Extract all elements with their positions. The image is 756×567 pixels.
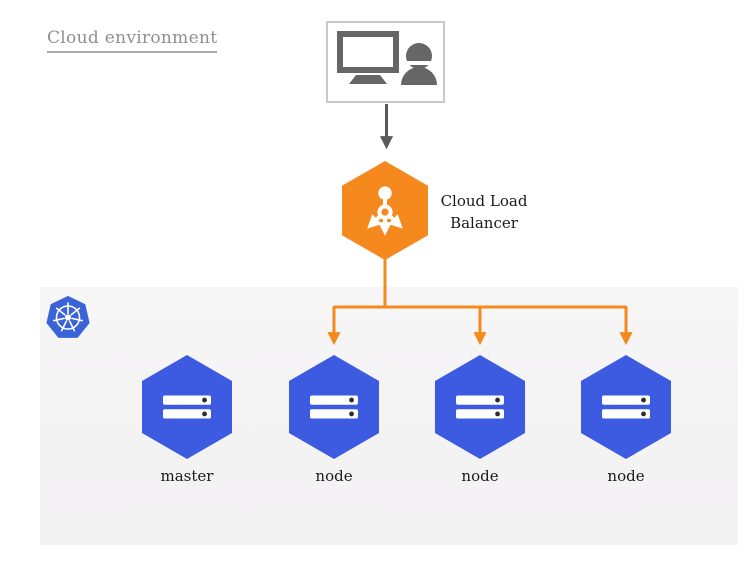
- page-title: Cloud environment: [47, 28, 218, 53]
- load-balancer-icon: [367, 185, 403, 236]
- server-icon: [602, 395, 650, 419]
- server-icon: [310, 395, 358, 419]
- cluster-node-1: node: [289, 355, 379, 485]
- load-balancer-label: Cloud Load Balancer: [440, 192, 528, 232]
- master-hexagon: [142, 355, 232, 459]
- user-terminal-box: [326, 21, 445, 103]
- node-label: node: [607, 467, 645, 485]
- server-icon: [456, 395, 504, 419]
- cluster-node-2: node: [435, 355, 525, 485]
- server-icon: [163, 395, 211, 419]
- cluster-node-3: node: [581, 355, 671, 485]
- node-label: master: [160, 467, 214, 485]
- kubernetes-logo-icon: [46, 296, 90, 338]
- cluster-node-master: master: [142, 355, 232, 485]
- load-balancer-hexagon: [342, 161, 428, 260]
- node-label: node: [315, 467, 353, 485]
- node-hexagon: [581, 355, 671, 459]
- node-hexagon: [289, 355, 379, 459]
- monitor-and-user-icon: [337, 31, 437, 85]
- node-hexagon: [435, 355, 525, 459]
- node-label: node: [461, 467, 499, 485]
